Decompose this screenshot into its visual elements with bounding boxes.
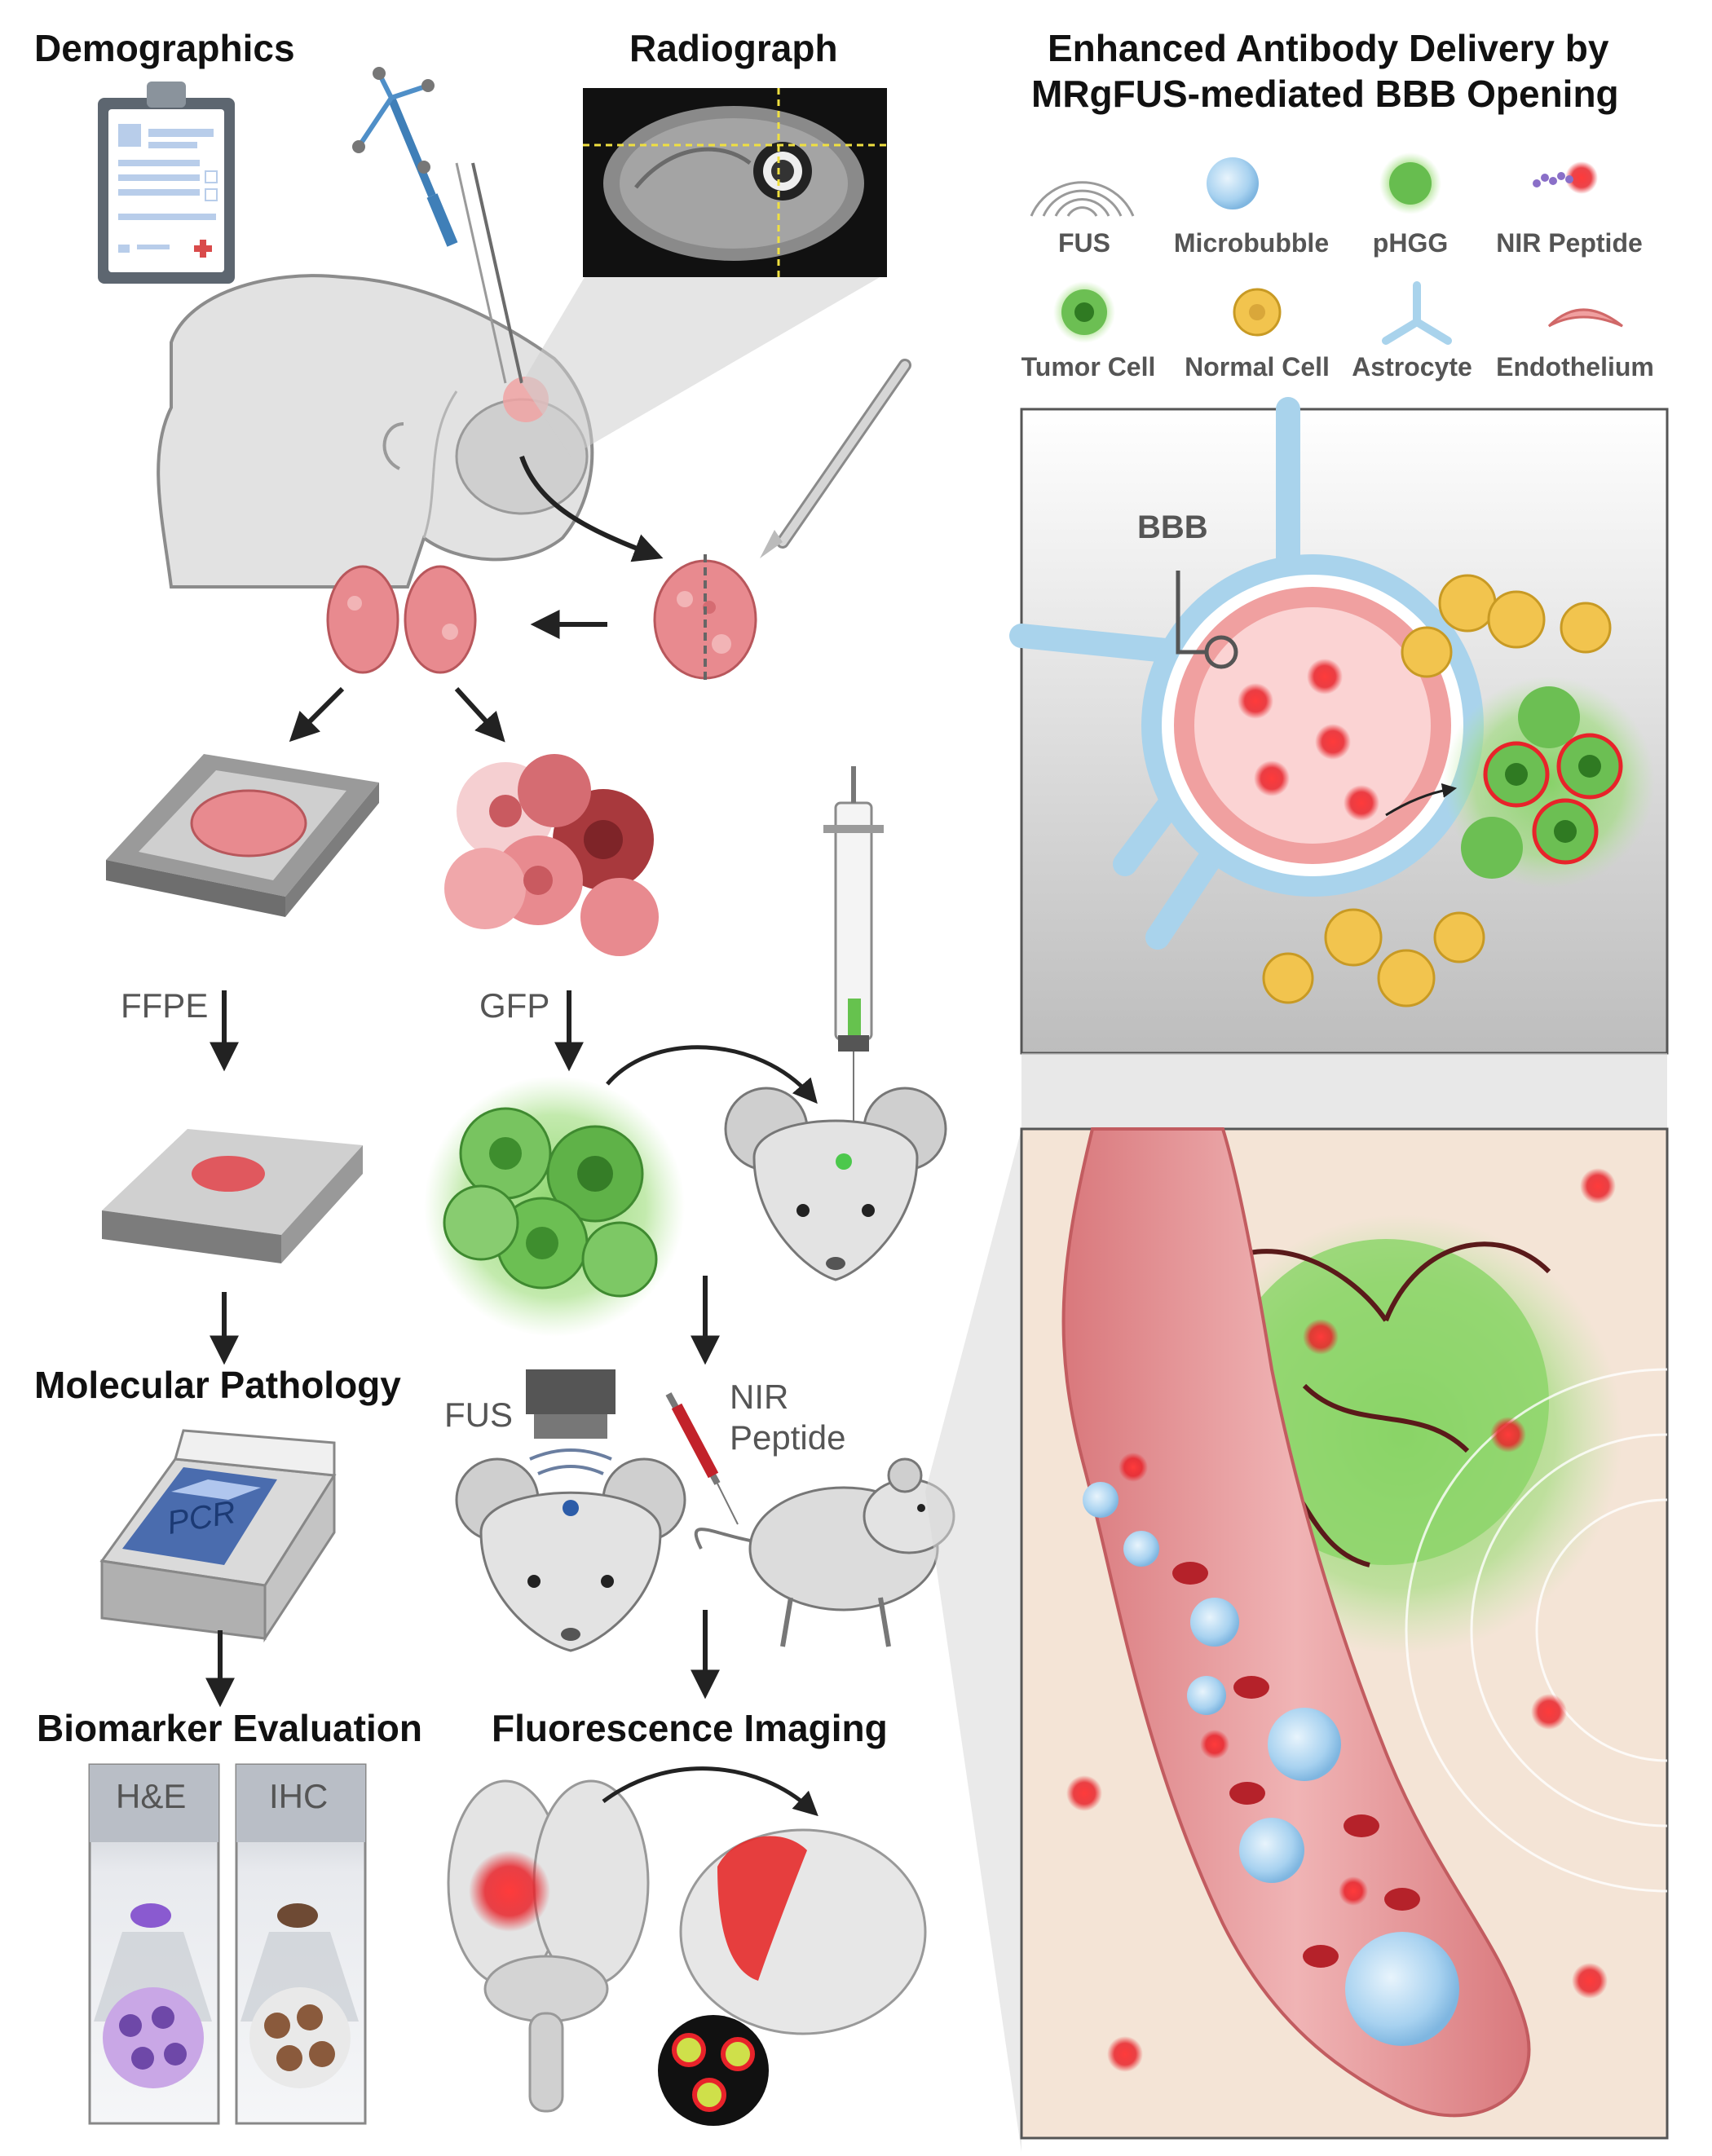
pcr-machine-icon	[99, 1429, 337, 1643]
legend-label-normal-cell: Normal Cell	[1185, 352, 1330, 381]
slide-block-icon	[102, 1129, 363, 1263]
brain-top-view-icon	[447, 1779, 650, 2113]
fus-transducer-icon	[526, 1369, 616, 1475]
panel-title-line1: Enhanced Antibody Delivery by	[1048, 27, 1609, 69]
arrow-to-cassette	[289, 686, 345, 743]
arrow-to-culture	[454, 686, 505, 743]
vessel-panel	[1020, 1127, 1669, 2140]
panel-connector	[1021, 1053, 1667, 1129]
legend-label-astrocyte: Astrocyte	[1352, 352, 1472, 381]
brain-section-icon	[658, 1828, 927, 2126]
normal-cell-icon	[1233, 288, 1282, 337]
legend-label-endothelium: Endothelium	[1496, 352, 1654, 381]
bbb-label: BBB	[1137, 509, 1208, 545]
mouse-head-icon	[724, 1087, 947, 1281]
split-tissue-icon	[326, 565, 477, 674]
legend-label-nir-peptide: NIR Peptide	[1496, 228, 1643, 258]
radiograph-title: Radiograph	[629, 27, 838, 69]
nir-syringe-icon	[665, 1392, 739, 1525]
arrow-to-tumor	[519, 456, 664, 562]
mouse-body-icon	[694, 1457, 955, 1647]
legend-label-phgg: pHGG	[1372, 228, 1449, 258]
stereotactic-tool-icon	[352, 67, 458, 247]
tumor-cell-icon	[1053, 281, 1115, 343]
tumor-tissue-icon	[653, 554, 757, 685]
arrow-to-section	[602, 1766, 818, 1817]
syringe-icon	[823, 766, 884, 1137]
bbb-panel	[1009, 397, 1669, 1055]
ffpe-label: FFPE	[121, 986, 209, 1025]
legend-label-fus: FUS	[1058, 228, 1110, 258]
legend-label-microbubble: Microbubble	[1173, 228, 1330, 258]
astrocyte-icon	[1382, 281, 1452, 345]
he-label: H&E	[116, 1777, 187, 1815]
cell-culture-icon	[444, 754, 659, 956]
arrow-implant	[606, 1045, 818, 1104]
panel-connector-left	[925, 1129, 1021, 2152]
demographics-title: Demographics	[34, 27, 295, 69]
ihc-slide-icon	[235, 1763, 367, 2125]
tissue-cassette-icon	[106, 754, 379, 917]
legend-icons	[1030, 152, 1623, 345]
fluorescence-imaging-title: Fluorescence Imaging	[492, 1707, 888, 1749]
ihc-label: IHC	[269, 1777, 329, 1815]
nir-peptide-icon	[1533, 161, 1598, 194]
fus-label: FUS	[444, 1395, 513, 1434]
panel-title-line2: MRgFUS-mediated BBB Opening	[1031, 73, 1619, 115]
gfp-label: GFP	[479, 986, 550, 1025]
endothelium-icon	[1547, 308, 1623, 328]
biomarker-evaluation-title: Biomarker Evaluation	[37, 1707, 422, 1749]
nir-label-line1: NIR	[730, 1378, 789, 1416]
clipboard-icon	[98, 82, 235, 284]
legend-label-tumor-cell: Tumor Cell	[1021, 352, 1156, 381]
molecular-pathology-title: Molecular Pathology	[34, 1364, 401, 1406]
he-slide-icon	[88, 1763, 220, 2125]
mouse-head-fus-icon	[455, 1457, 686, 1652]
microbubble-icon	[1207, 157, 1259, 209]
fus-waves-icon	[1030, 181, 1135, 217]
radiograph-image	[522, 88, 887, 456]
phgg-icon	[1379, 152, 1441, 214]
nir-label-line2: Peptide	[730, 1418, 846, 1457]
gfp-culture-icon	[424, 1076, 685, 1337]
scalpel-icon	[760, 359, 911, 558]
